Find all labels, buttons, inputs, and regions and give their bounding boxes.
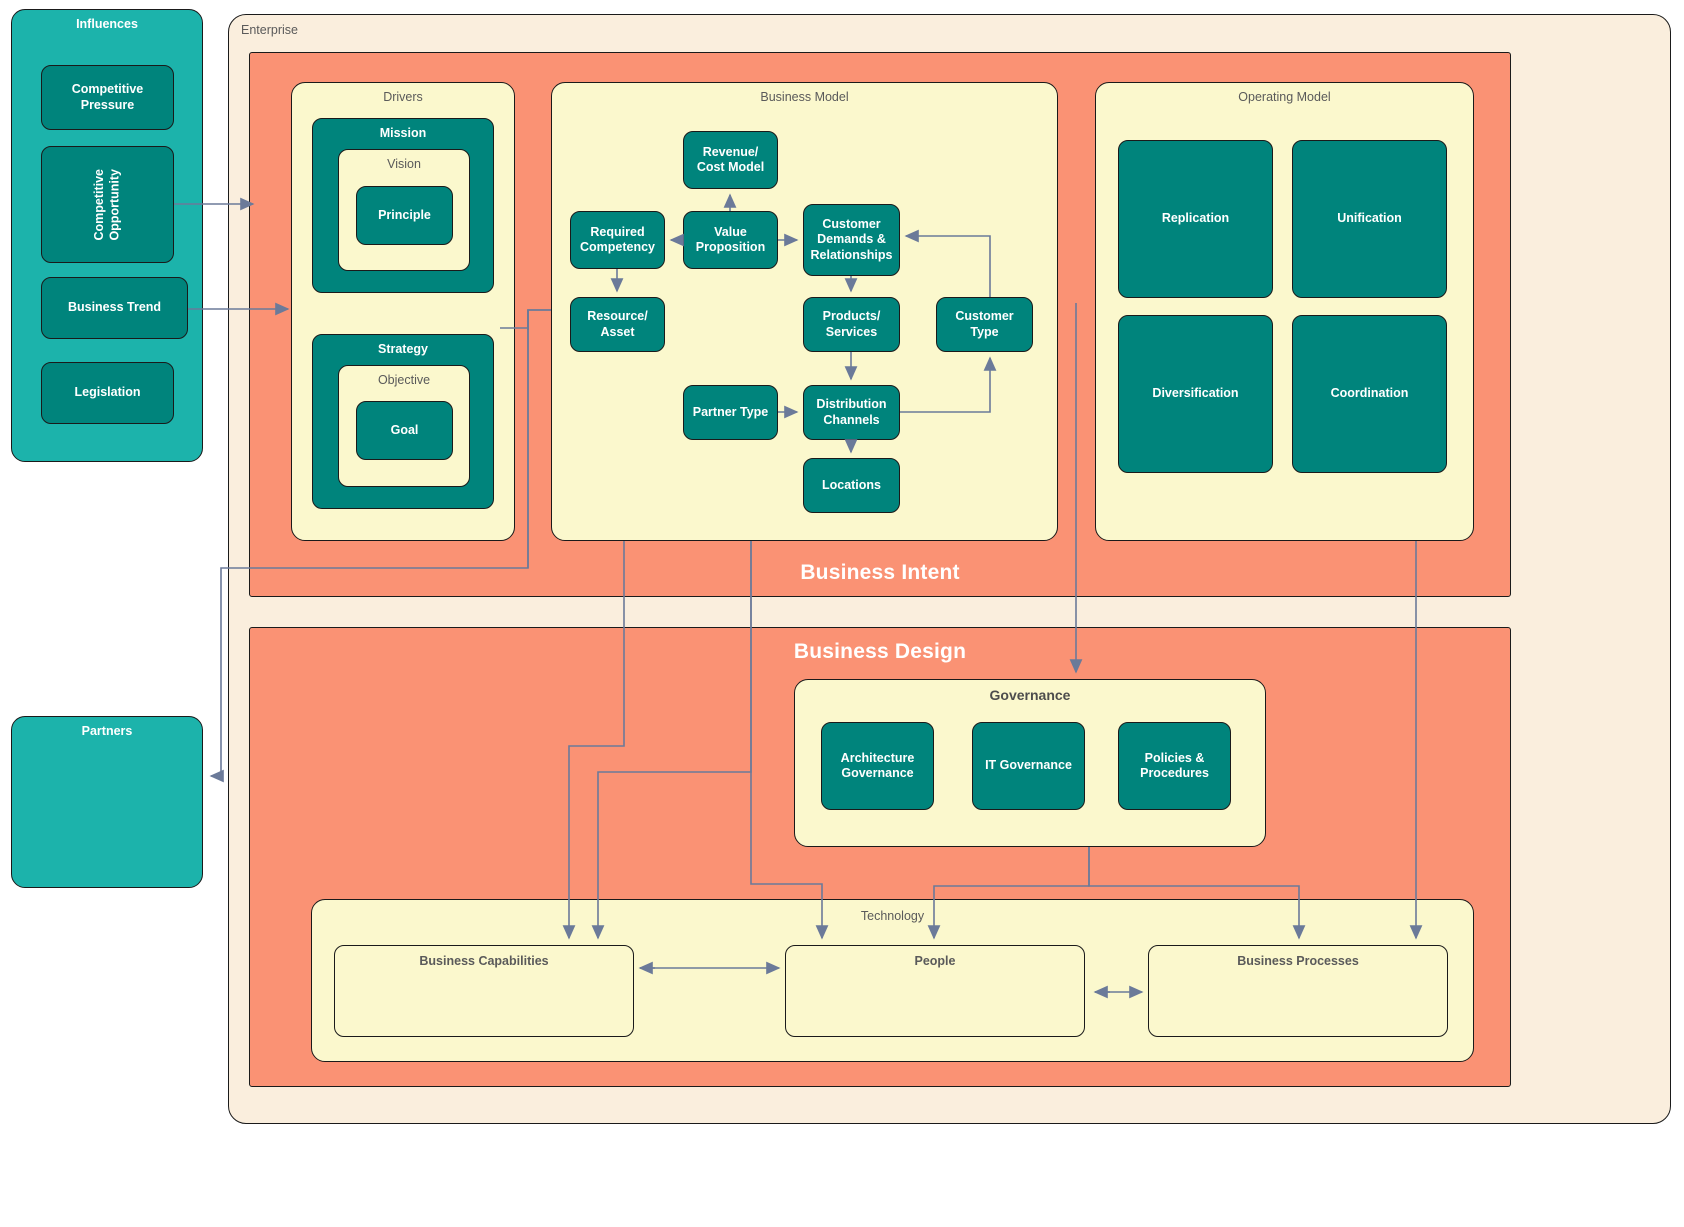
- node-revenue-cost-model[interactable]: Revenue/ Cost Model: [683, 131, 778, 189]
- governance-item-label: Policies & Procedures: [1140, 750, 1209, 780]
- technology-item-people[interactable]: People: [785, 945, 1085, 1037]
- goal-label: Goal: [390, 422, 419, 437]
- node-label: Customer Type: [955, 309, 1014, 339]
- operating-cell-label: Diversification: [1152, 386, 1239, 401]
- governance-item-architecture-governance[interactable]: Architecture Governance: [821, 722, 934, 810]
- governance-item-policies-procedures[interactable]: Policies & Procedures: [1118, 722, 1231, 810]
- technology-title: Technology: [860, 909, 925, 923]
- node-products-services[interactable]: Products/ Services: [803, 297, 900, 352]
- enterprise-title: Enterprise: [241, 23, 298, 37]
- influence-label: Business Trend: [67, 300, 162, 315]
- operating-cell-label: Coordination: [1330, 386, 1409, 401]
- node-label: Partner Type: [692, 404, 769, 419]
- node-partner-type[interactable]: Partner Type: [683, 385, 778, 440]
- principle-node[interactable]: Principle: [356, 186, 453, 245]
- node-label: Locations: [821, 477, 882, 492]
- drivers-title: Drivers: [383, 90, 423, 104]
- node-label: Value Proposition: [695, 224, 766, 254]
- technology-item-label: Business Processes: [1237, 954, 1359, 968]
- goal-node[interactable]: Goal: [356, 401, 453, 460]
- influence-competitive-pressure[interactable]: Competitive Pressure: [41, 65, 174, 130]
- influence-competitive-opportunity[interactable]: Competitive Opportunity: [41, 146, 174, 263]
- influence-business-trend[interactable]: Business Trend: [41, 277, 188, 339]
- business-intent-banner: Business Intent: [800, 561, 960, 584]
- node-label: Customer Demands & Relationships: [810, 217, 893, 262]
- node-locations[interactable]: Locations: [803, 458, 900, 513]
- operating-cell-replication[interactable]: Replication: [1118, 140, 1273, 298]
- node-label: Distribution Channels: [816, 397, 887, 427]
- node-label: Resource/ Asset: [587, 309, 648, 339]
- operating-cell-coordination[interactable]: Coordination: [1292, 315, 1447, 473]
- technology-item-business-capabilities[interactable]: Business Capabilities: [334, 945, 634, 1037]
- influence-label: Competitive Pressure: [71, 82, 144, 112]
- objective-title: Objective: [377, 373, 431, 387]
- influences-title: Influences: [76, 17, 138, 31]
- node-value-proposition[interactable]: Value Proposition: [683, 211, 778, 269]
- governance-item-label: IT Governance: [985, 758, 1072, 773]
- technology-item-label: People: [914, 954, 956, 968]
- node-resource-asset[interactable]: Resource/ Asset: [570, 297, 665, 352]
- node-label: Required Competency: [579, 224, 656, 254]
- technology-item-label: Business Capabilities: [419, 954, 549, 968]
- business-design-banner: Business Design: [793, 640, 967, 663]
- node-label: Products/ Services: [822, 309, 881, 339]
- node-required-competency[interactable]: Required Competency: [570, 211, 665, 269]
- operating-cell-label: Replication: [1161, 211, 1230, 226]
- business-model-title: Business Model: [760, 90, 849, 104]
- strategy-title: Strategy: [377, 342, 429, 356]
- operating-cell-label: Unification: [1337, 211, 1402, 226]
- operating-cell-unification[interactable]: Unification: [1292, 140, 1447, 298]
- influence-label: Competitive Opportunity: [92, 168, 122, 241]
- influence-legislation[interactable]: Legislation: [41, 362, 174, 424]
- mission-title: Mission: [379, 126, 427, 140]
- node-distribution-channels[interactable]: Distribution Channels: [803, 385, 900, 440]
- governance-item-it-governance[interactable]: IT Governance: [972, 722, 1085, 810]
- node-customer-demands-relationships[interactable]: Customer Demands & Relationships: [803, 204, 900, 276]
- partners-container[interactable]: Partners: [11, 716, 203, 888]
- node-label: Revenue/ Cost Model: [696, 144, 765, 174]
- vision-title: Vision: [387, 157, 421, 171]
- governance-title: Governance: [989, 687, 1071, 703]
- operating-cell-diversification[interactable]: Diversification: [1118, 315, 1273, 473]
- governance-item-label: Architecture Governance: [840, 750, 915, 780]
- influence-label: Legislation: [74, 385, 141, 400]
- partners-title: Partners: [81, 724, 133, 738]
- operating-model-title: Operating Model: [1238, 90, 1331, 104]
- principle-label: Principle: [378, 207, 431, 222]
- node-customer-type[interactable]: Customer Type: [936, 297, 1033, 352]
- technology-item-business-processes[interactable]: Business Processes: [1148, 945, 1448, 1037]
